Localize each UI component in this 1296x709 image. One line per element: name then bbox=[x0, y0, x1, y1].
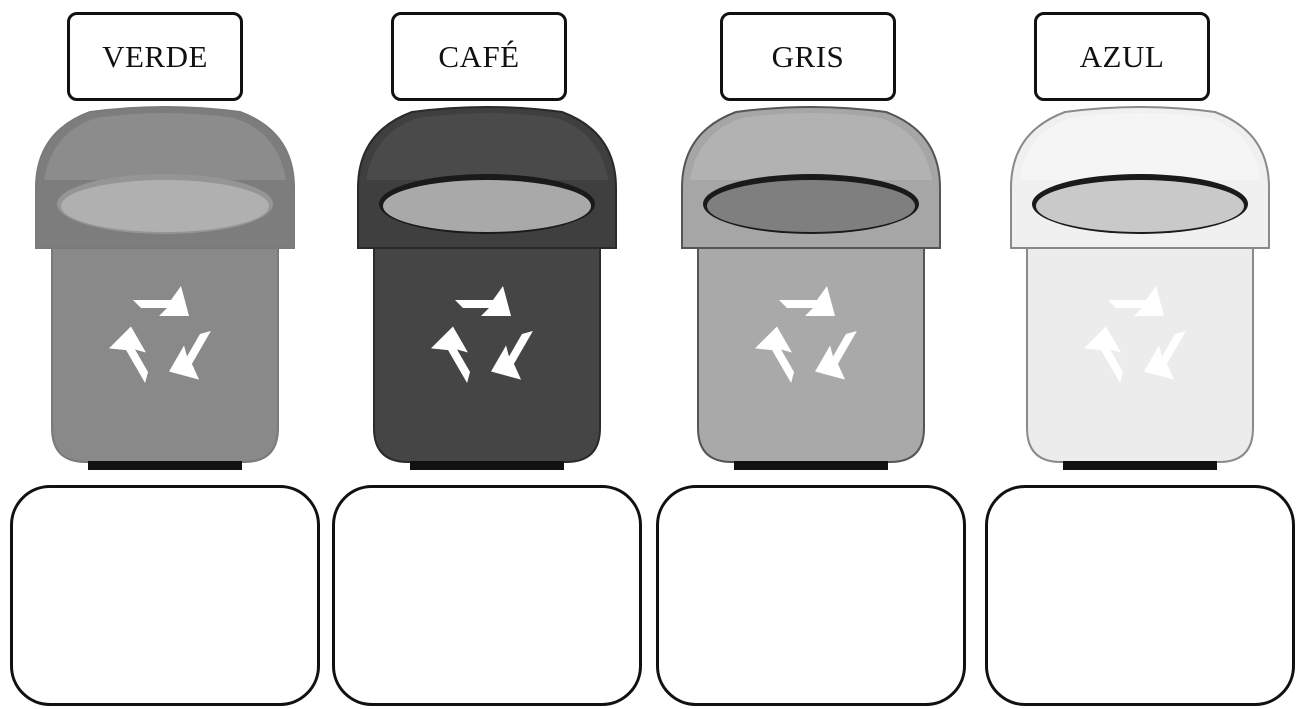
answer-box[interactable] bbox=[656, 485, 966, 706]
bin-body bbox=[374, 244, 600, 462]
bin-label: CAFÉ bbox=[391, 12, 567, 101]
recycle-bin bbox=[676, 106, 946, 474]
bin-base bbox=[410, 461, 564, 470]
recycle-bin bbox=[30, 106, 300, 474]
bin-column-verde: VERDE bbox=[10, 0, 320, 709]
bin-column-gris: GRIS bbox=[656, 0, 966, 709]
bin-base bbox=[1063, 461, 1217, 470]
bin-base bbox=[734, 461, 888, 470]
bin-body bbox=[52, 244, 278, 462]
answer-box[interactable] bbox=[10, 485, 320, 706]
bin-column-azul: AZUL bbox=[985, 0, 1295, 709]
bin-body bbox=[1027, 244, 1253, 462]
bin-label: AZUL bbox=[1034, 12, 1210, 101]
bin-base bbox=[88, 461, 242, 470]
bin-label: GRIS bbox=[720, 12, 896, 101]
recycle-bin bbox=[1005, 106, 1275, 474]
bin-label: VERDE bbox=[67, 12, 243, 101]
recycle-bin bbox=[352, 106, 622, 474]
bin-column-cafe: CAFÉ bbox=[332, 0, 642, 709]
answer-box[interactable] bbox=[985, 485, 1295, 706]
bin-body bbox=[698, 244, 924, 462]
answer-box[interactable] bbox=[332, 485, 642, 706]
